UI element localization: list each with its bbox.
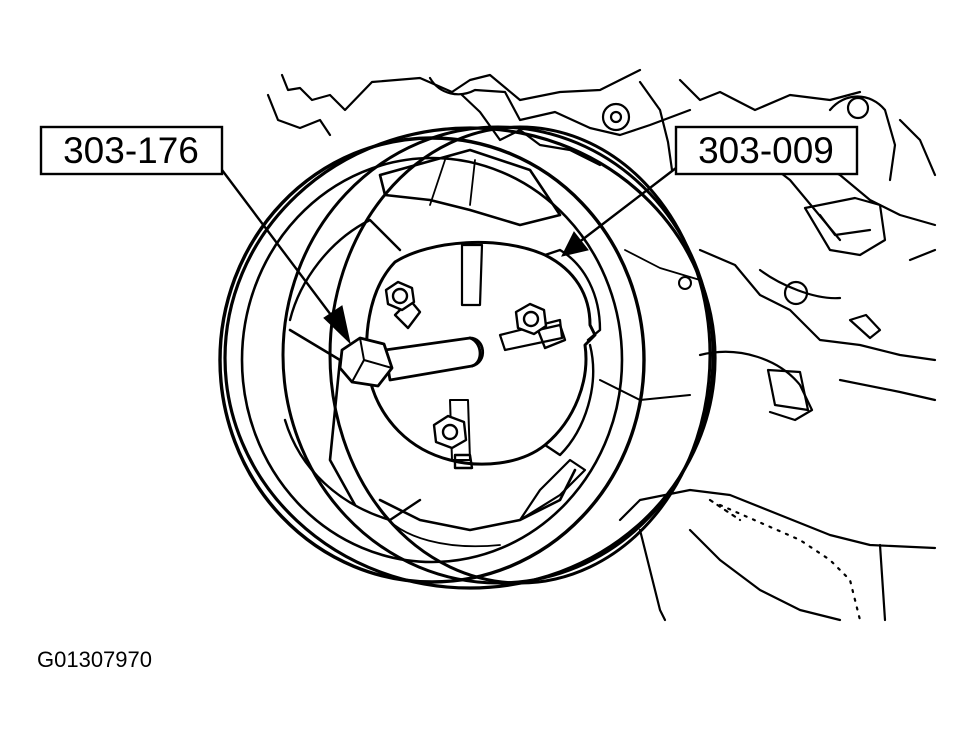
callout-label-303-009: 303-009 (698, 130, 834, 171)
callout-303-009: 303-009 (674, 125, 859, 176)
callout-leaders (220, 166, 678, 345)
figure-id: G01307970 (37, 647, 152, 672)
leader-line-303-009 (576, 166, 678, 245)
bolt-bottom-icon (432, 414, 474, 470)
forcing-screw-303-176 (338, 336, 485, 388)
crankshaft-pulley (218, 125, 717, 590)
bolt-upper-left-icon (384, 280, 422, 330)
callout-303-176: 303-176 (39, 125, 224, 176)
callout-label-303-176: 303-176 (63, 130, 199, 171)
arrowhead-303-176-icon (323, 305, 351, 345)
plate-bolts (384, 280, 567, 470)
bolt-right-icon (514, 302, 567, 350)
arrowhead-303-009-icon (561, 231, 589, 257)
leader-line-303-176 (220, 168, 342, 329)
